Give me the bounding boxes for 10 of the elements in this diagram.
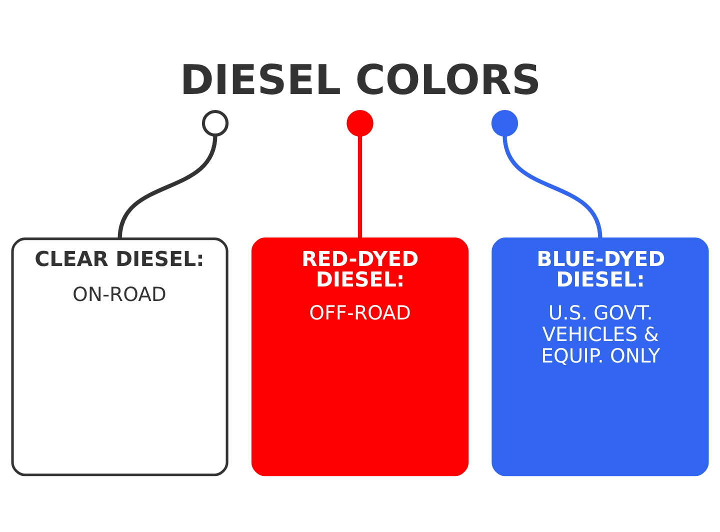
node-circle [491,109,518,136]
node-box: BLUE-DYED DIESEL: U.S. GOVT. VEHICLES & EQUIP. ONLY [492,237,709,476]
connector [358,134,362,238]
node-box: CLEAR DIESEL: ON-ROAD [11,237,228,476]
connector [502,134,602,239]
connector [118,134,218,239]
diagram-title: DIESEL COLORS [180,56,542,104]
node-box: RED-DYED DIESEL: OFF-ROAD [251,237,469,476]
node-circle [346,109,374,136]
node-circle [202,109,229,136]
